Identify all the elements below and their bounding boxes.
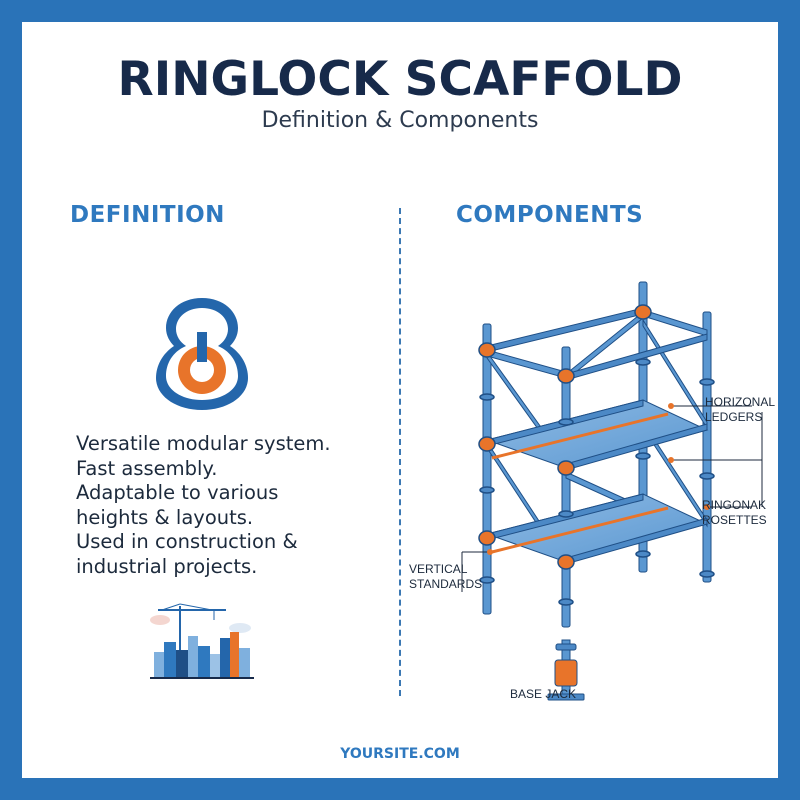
definition-line: Fast assembly. xyxy=(76,456,218,480)
definition-line: Versatile modular system. xyxy=(76,432,331,455)
page-subtitle: Definition & Components xyxy=(261,108,539,133)
leader-dots xyxy=(487,403,710,555)
standards-label: VERTICAL STANDARDS xyxy=(409,562,483,591)
definition-line: Used in construction & xyxy=(76,530,298,553)
rosettes-label: RINGONAK ROSETTES xyxy=(702,498,767,527)
leader-lines xyxy=(461,405,763,592)
definition-line: industrial projects. xyxy=(76,554,258,578)
ledgers-label: HORIZONAL LEDGERS xyxy=(705,395,776,424)
definition-line: Adaptable to various xyxy=(76,481,279,504)
ringlock-rosette-icon xyxy=(156,298,248,410)
city-skyline-icon xyxy=(150,603,254,679)
section-divider xyxy=(399,208,401,696)
infographic-card: RINGLOCK SCAFFOLD Definition & Component… xyxy=(22,22,778,778)
components-heading: COMPONENTS xyxy=(456,202,644,228)
definition-heading: DEFINITION xyxy=(70,202,225,228)
site-url[interactable]: YOURSITE.COM xyxy=(340,746,460,762)
base-jack xyxy=(547,639,585,701)
deck-platforms xyxy=(485,399,709,563)
definition-line: heights & layouts. xyxy=(76,505,254,529)
page-title: RINGLOCK SCAFFOLD xyxy=(117,52,683,107)
base-jack-label: BASE JACK xyxy=(510,687,577,701)
scaffold-diagram xyxy=(461,281,763,701)
ringlock-rosettes xyxy=(478,304,715,606)
definition-text: Versatile modular system. Fast assembly.… xyxy=(76,432,331,579)
horizontal-ledgers xyxy=(486,307,708,565)
